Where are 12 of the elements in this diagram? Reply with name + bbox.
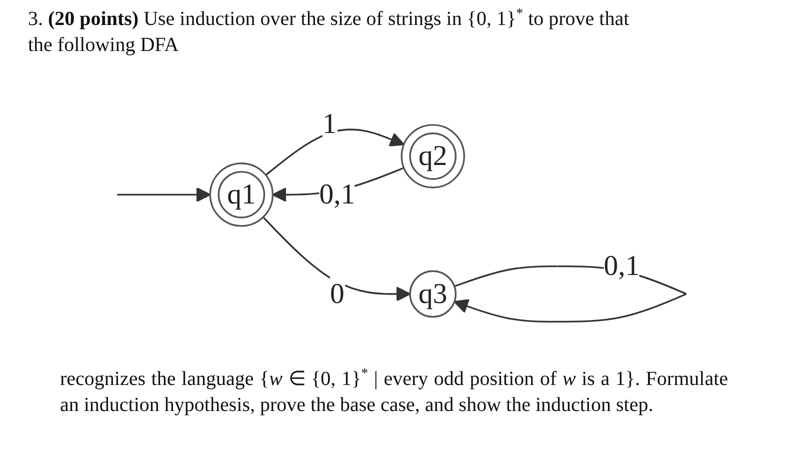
edge-label: 0,1 [319, 178, 356, 210]
arrow [265, 128, 405, 176]
node-circle: q2 [400, 124, 466, 188]
node-circle: q1 [209, 162, 274, 227]
arrow [262, 216, 411, 302]
edge-label: 1 [322, 107, 337, 140]
edge-label: 0 [330, 277, 344, 310]
arrow [117, 187, 211, 202]
question-text: recognizes the language {w ∈ {0, 1}$^{*}$ | every odd position of w is a 1}. Formulate an induction hypothesis, prove the base case, and show the induction step. [60, 366, 728, 418]
question-text: 3. (20 points) Use induction over the size of strings in {0, 1}$^{*}$ to prove that the following DFA [28, 6, 630, 58]
node-circle: q3 [409, 270, 457, 318]
edge-label: 0,1 [604, 250, 640, 282]
